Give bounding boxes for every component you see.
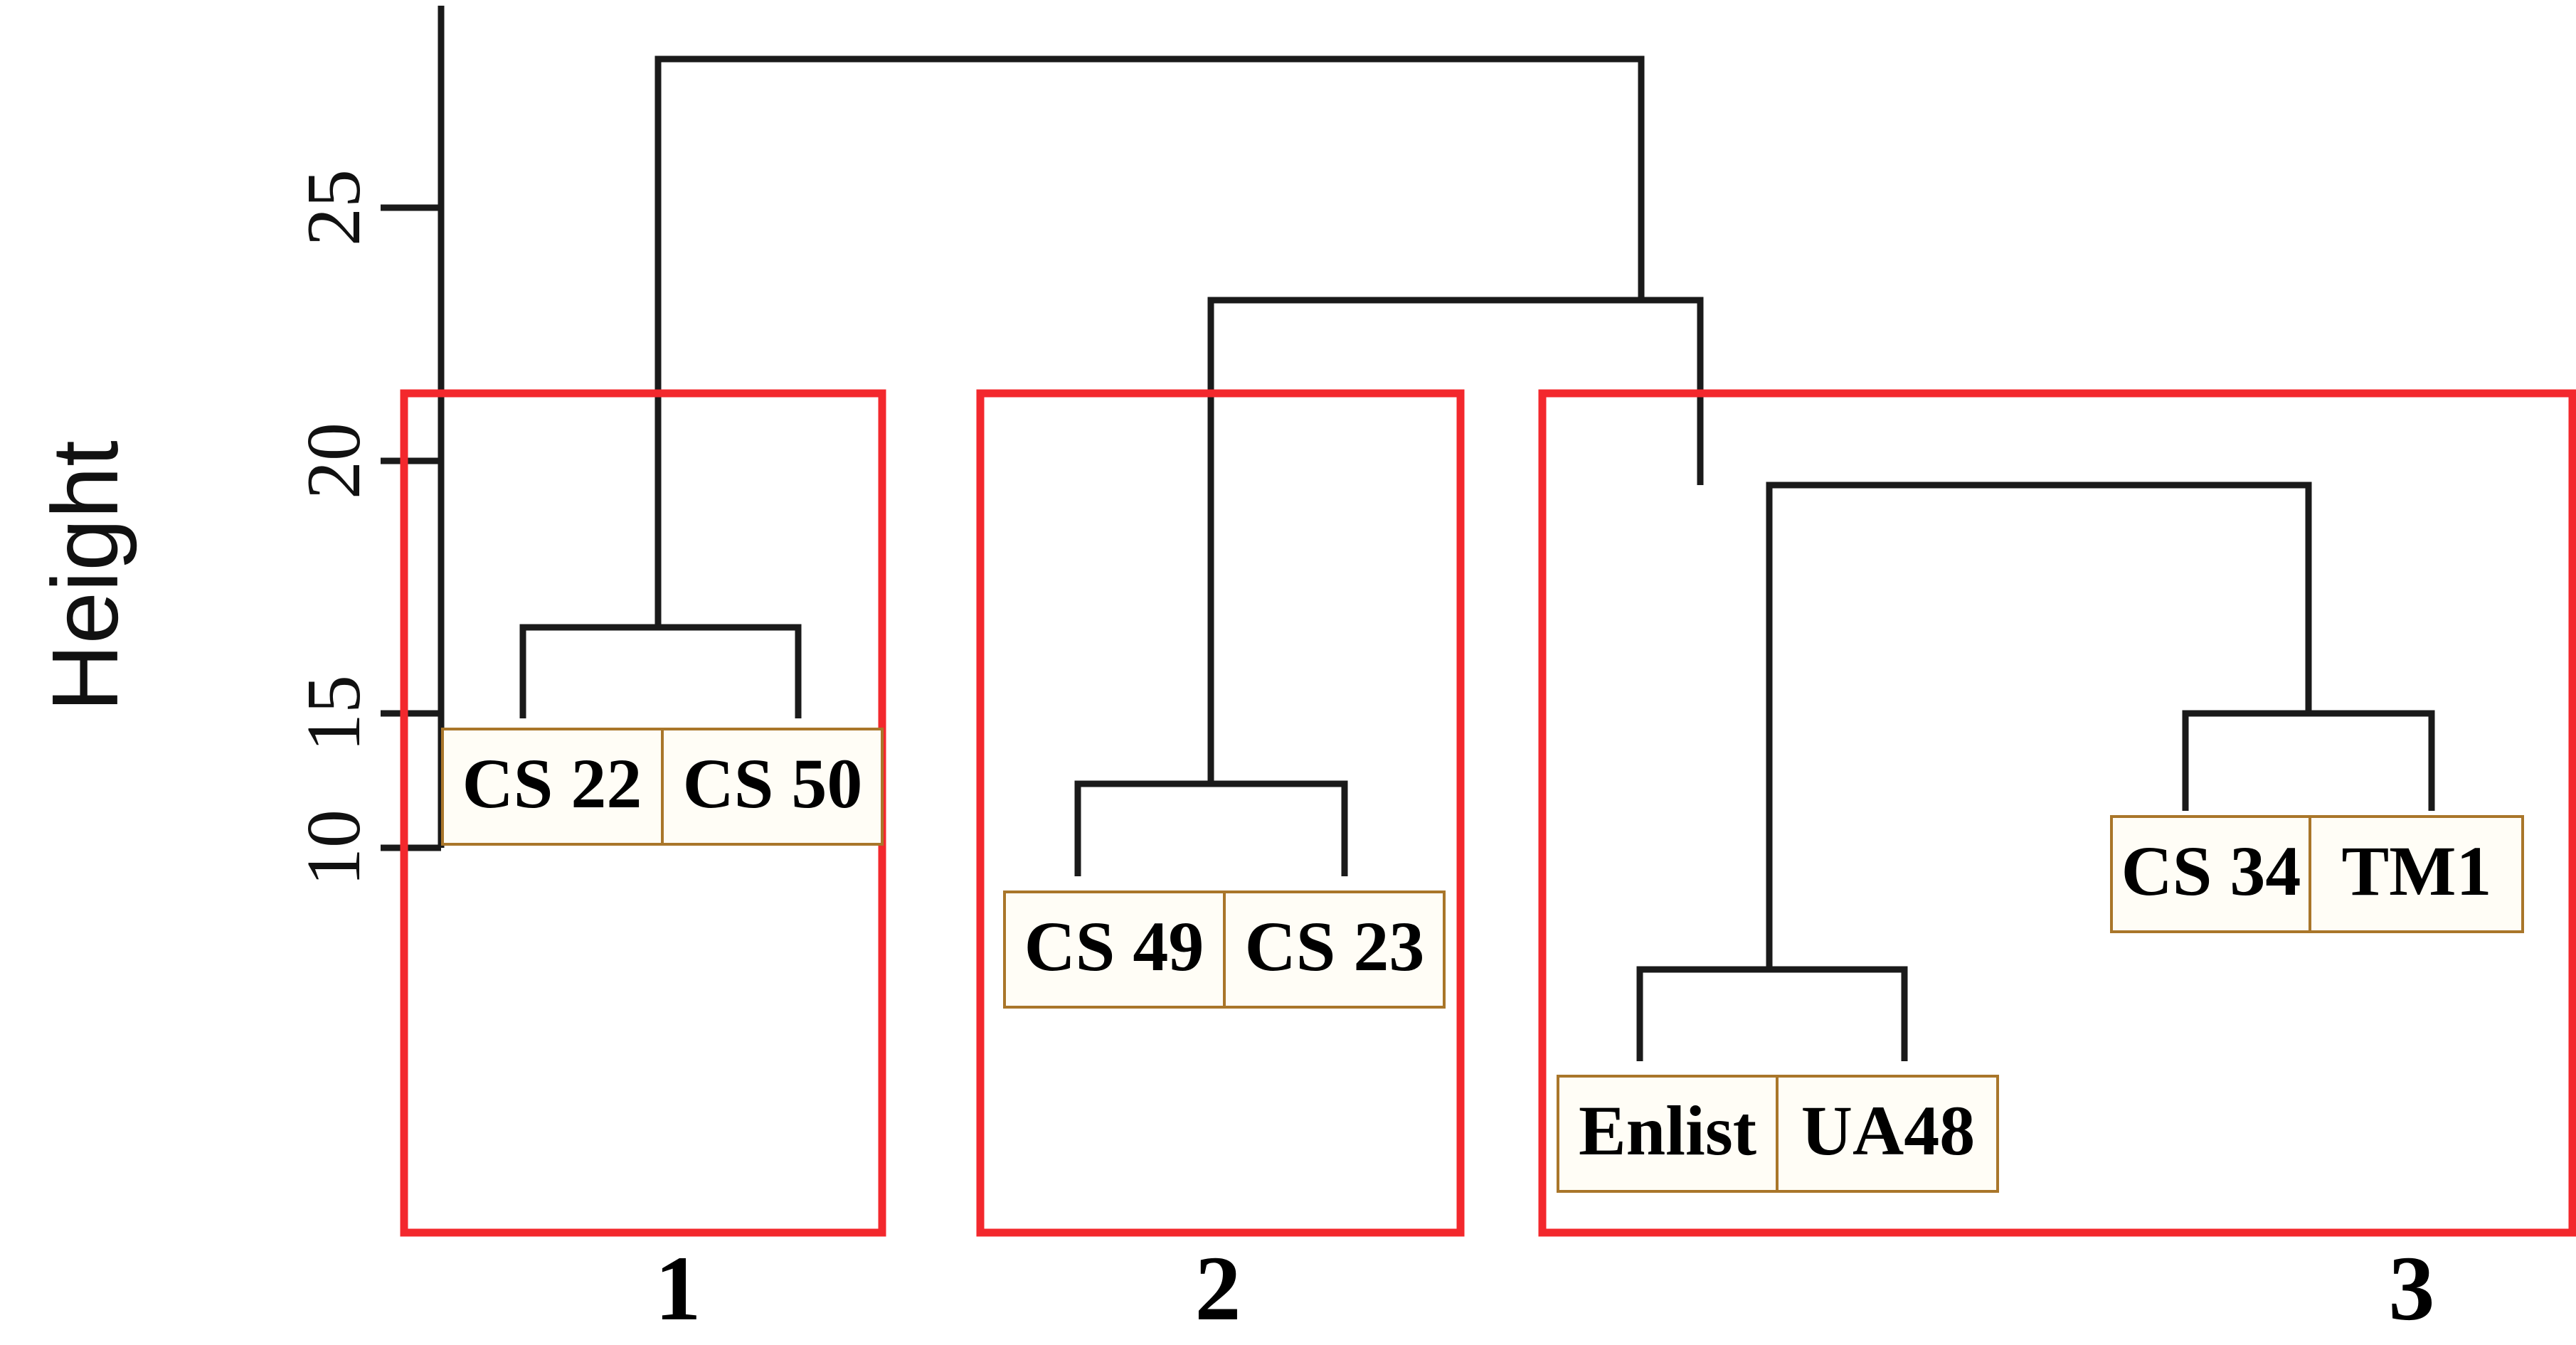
leaf-label-tm1: TM1 xyxy=(2341,831,2491,910)
leaf-box-group-2: CS 49 CS 23 xyxy=(1003,891,1446,1009)
link-cs49-cs23 xyxy=(1074,780,1348,876)
link-node-20 xyxy=(1766,482,2312,969)
y-tick-label-10: 10 xyxy=(292,809,376,886)
cluster-label-1: 1 xyxy=(655,1238,701,1340)
link-cs34-tm1 xyxy=(2182,710,2435,811)
link-cs22-cs50 xyxy=(519,624,802,718)
y-tick-label-15: 15 xyxy=(292,675,376,752)
leaf-label-cs50: CS 50 xyxy=(683,744,863,823)
leaf-box-group-1: CS 22 CS 50 xyxy=(441,728,884,846)
y-axis-title: Height xyxy=(33,440,137,712)
cluster-label-2: 2 xyxy=(1195,1238,1241,1340)
leaf-label-cs49: CS 49 xyxy=(1024,907,1204,986)
leaf-box-group-3: Enlist UA48 xyxy=(1557,1075,1999,1193)
link-enlist-ua48 xyxy=(1636,966,1908,1061)
dendrogram-tree xyxy=(519,55,2435,1061)
leaf-label-cs22: CS 22 xyxy=(462,744,642,823)
y-tick-label-20: 20 xyxy=(292,422,376,499)
leaf-label-cs34: CS 34 xyxy=(2121,831,2301,910)
cluster-box-3 xyxy=(1538,389,2576,1237)
leaf-label-cs23: CS 23 xyxy=(1245,907,1425,986)
leaf-label-enlist: Enlist xyxy=(1579,1091,1756,1170)
leaf-box-4 xyxy=(2110,815,2524,933)
link-node-23 xyxy=(1207,297,1704,784)
y-axis xyxy=(381,6,445,851)
cluster-label-3: 3 xyxy=(2389,1238,2435,1340)
y-tick-label-25: 25 xyxy=(292,169,376,246)
leaf-label-ua48: UA48 xyxy=(1801,1091,1975,1170)
link-root xyxy=(654,55,1645,627)
cluster-box-2 xyxy=(976,389,1465,1237)
leaf-box-group-4: CS 34 TM1 xyxy=(2110,815,2524,933)
